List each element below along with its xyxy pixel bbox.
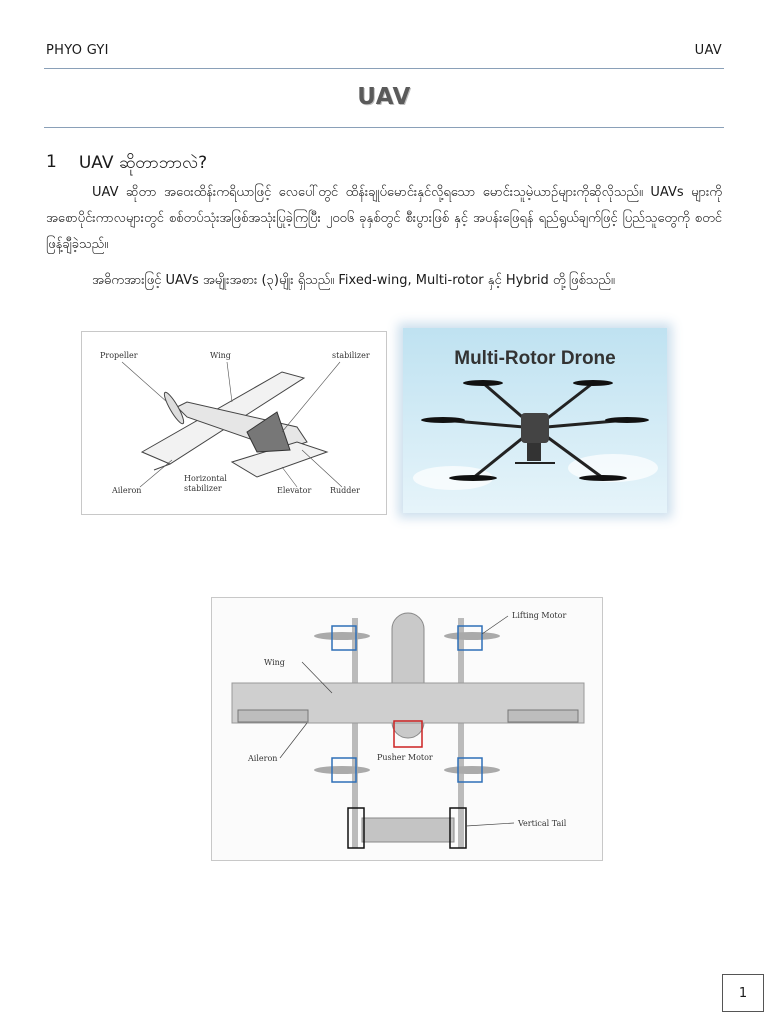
label-horizontal-2: stabilizer: [184, 484, 222, 493]
paragraph-intro: UAV ဆိုတာ အဝေးထိန်းကရိယာဖြင့် လေပေါ်တွင်…: [46, 185, 722, 252]
title-divider: [44, 127, 724, 128]
page-number-text: 1: [738, 985, 748, 1001]
label-hybrid-wing: Wing: [264, 658, 285, 667]
document-title: UAV: [357, 84, 411, 110]
label-wing: Wing: [210, 351, 231, 360]
header-author: PHYO GYI: [46, 43, 109, 58]
section-number: 1: [46, 152, 57, 172]
fixed-wing-diagram: Propeller Wing stabilizer Aileron Horizo…: [81, 331, 387, 515]
label-hybrid-aileron: Aileron: [247, 754, 277, 763]
multi-rotor-title: Multi-Rotor Drone: [454, 348, 615, 369]
multi-rotor-diagram: Multi-Rotor Drone: [403, 328, 667, 513]
label-stabilizer: stabilizer: [332, 351, 370, 360]
label-lifting-motor: Lifting Motor: [512, 611, 566, 620]
label-aileron: Aileron: [111, 486, 141, 495]
header-divider: [44, 68, 724, 69]
paragraph-types: အဓိကအားဖြင့် UAVs အမျိုးအစား (၃)မျိုး ရှ…: [92, 273, 615, 288]
section-heading: 1 UAV ဆိုတာဘာလဲ?: [46, 152, 207, 177]
label-vertical-tail: Vertical Tail: [517, 819, 567, 828]
label-horizontal-1: Horizontal: [184, 474, 227, 483]
page-number: 1: [722, 974, 764, 1012]
label-rudder: Rudder: [330, 486, 360, 495]
label-propeller: Propeller: [100, 351, 138, 360]
header-topic: UAV: [694, 43, 722, 58]
hybrid-vtol-diagram: Lifting Motor Wing Aileron Pusher Motor …: [211, 597, 603, 861]
label-elevator: Elevator: [277, 486, 311, 495]
label-pusher-motor: Pusher Motor: [377, 753, 433, 762]
section-title: UAV ဆိုတာဘာလဲ?: [78, 153, 208, 173]
